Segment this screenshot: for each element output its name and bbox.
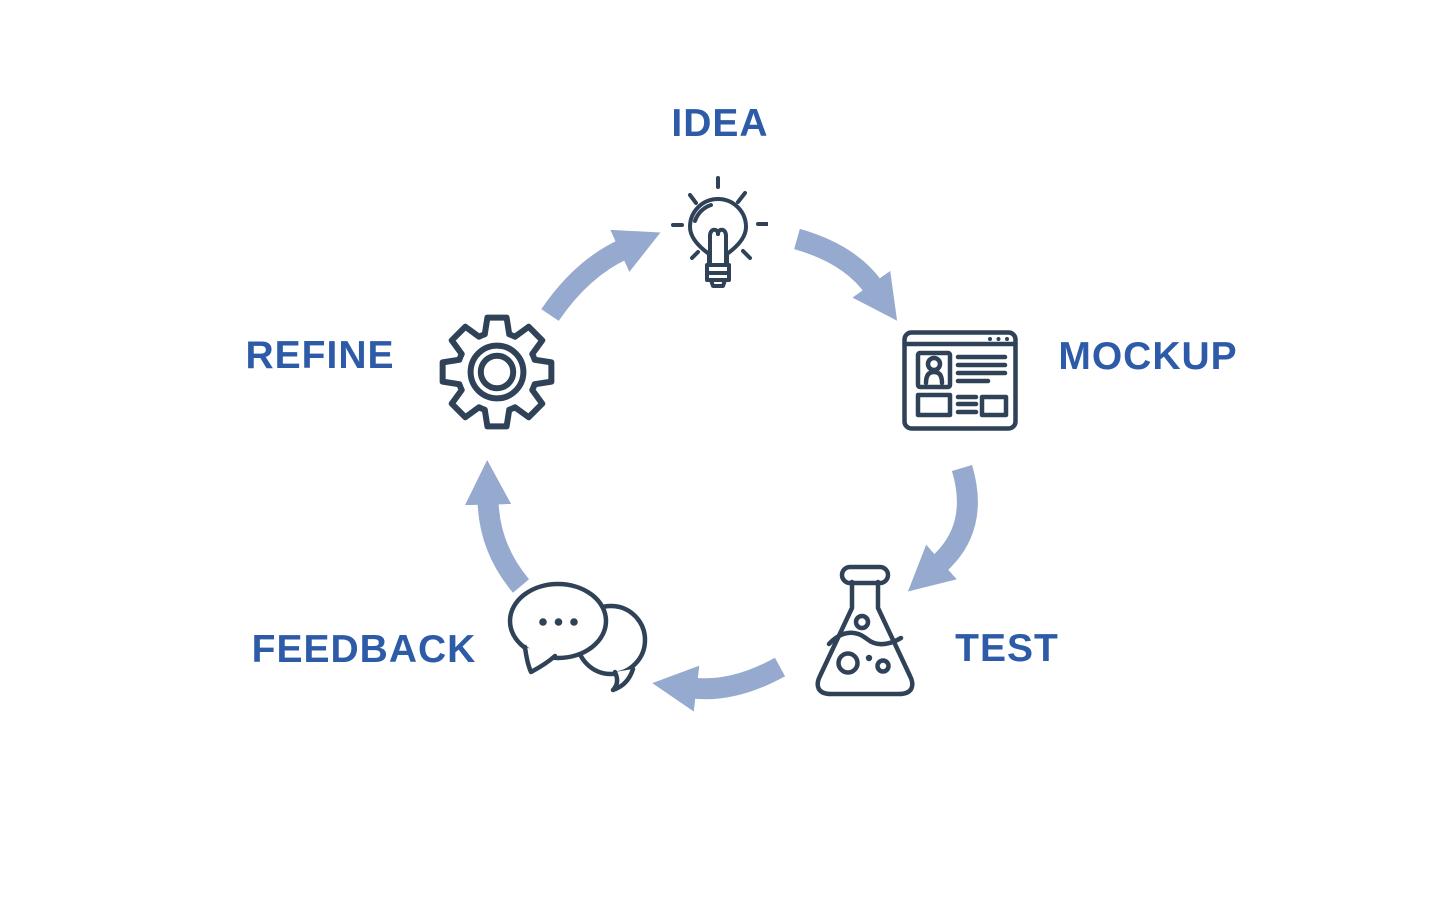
flask-liquid-wave: [826, 630, 904, 647]
arrow-test-to-feedback: [652, 657, 786, 712]
gear-ring-outer: [467, 342, 527, 402]
browser-dot: [1005, 337, 1009, 341]
flask-bubble: [875, 658, 891, 674]
gear-teeth: [439, 314, 555, 430]
typing-dot: [554, 618, 563, 626]
avatar-shoulders: [923, 369, 945, 386]
arrow-feedback-to-refine: [465, 459, 530, 593]
lightbulb-highlight: [693, 203, 713, 223]
speech-bubble-left-tail: [522, 644, 558, 675]
typing-dot: [539, 618, 547, 626]
gear-icon: [439, 314, 555, 430]
flask-lip: [839, 564, 891, 586]
gear-ring-inner: [477, 352, 517, 392]
browser-window: [902, 330, 1018, 431]
content-box: [979, 394, 1009, 418]
lightbulb-glass: [688, 197, 748, 267]
browser-wireframe-icon: [902, 330, 1018, 431]
flask-bubble-dot: [865, 654, 873, 662]
step-label-idea: IDEA: [671, 102, 769, 145]
step-label-test: TEST: [955, 627, 1059, 670]
lightbulb-filament: [716, 227, 728, 267]
avatar-head: [925, 355, 943, 373]
arrow-mockup-to-test: [907, 464, 978, 592]
lightbulb-ray: [688, 193, 698, 205]
arrow-idea-to-mockup: [793, 228, 898, 321]
step-label-feedback: FEEDBACK: [251, 628, 477, 671]
step-label-refine: REFINE: [245, 334, 395, 377]
avatar-box: [915, 350, 953, 390]
lightbulb-ray: [690, 250, 700, 260]
browser-dot: [988, 337, 992, 341]
content-box: [915, 392, 953, 418]
arrow-refine-to-idea: [541, 229, 661, 321]
speech-bubbles-icon: [507, 581, 648, 693]
flask-bubble: [836, 651, 860, 675]
flask-body: [815, 579, 915, 697]
flask-icon: [815, 564, 915, 697]
step-label-mockup: MOCKUP: [1058, 335, 1238, 378]
lightbulb-ray: [741, 249, 752, 260]
speech-bubble-right-tail: [610, 666, 636, 693]
typing-dot: [570, 618, 578, 626]
lightbulb-icon: [671, 176, 768, 288]
lightbulb-base-cap: [709, 278, 727, 288]
lightbulb-ray: [736, 191, 747, 204]
flask-bubble: [853, 613, 871, 631]
browser-dot: [996, 337, 1001, 341]
